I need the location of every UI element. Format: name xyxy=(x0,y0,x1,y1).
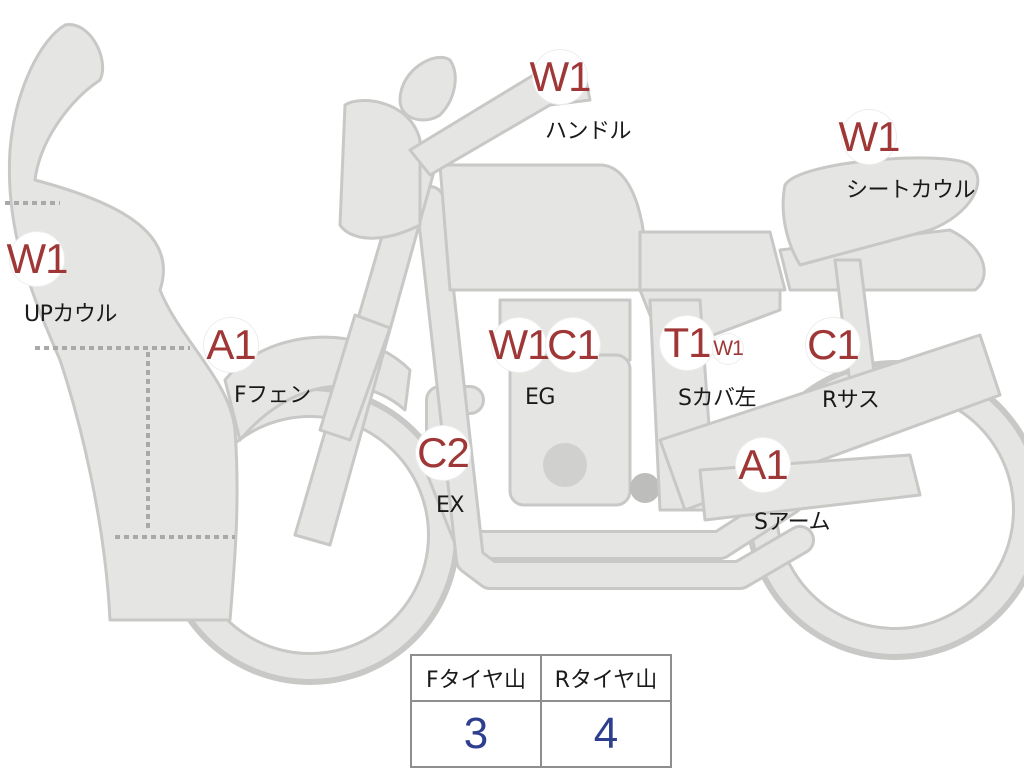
part-label: ハンドル xyxy=(545,119,632,144)
part-label: UPカウル xyxy=(24,302,117,327)
front-tire-tread-header: Fタイヤ山 xyxy=(410,654,542,702)
mirror-shape xyxy=(398,55,457,122)
front-tire-tread-value[interactable]: 3 xyxy=(410,700,542,768)
part-label: Rサス xyxy=(822,388,880,413)
condition-badge: W1 xyxy=(713,334,744,364)
part-label: Sアーム xyxy=(754,510,831,535)
rear-tire-tread-value[interactable]: 4 xyxy=(540,700,672,768)
condition-badge: A1 xyxy=(736,438,790,492)
cowl-dotted-lines xyxy=(5,201,235,539)
fuel-tank-shape xyxy=(438,163,648,292)
seat-shape xyxy=(638,230,787,292)
seat-cowl-shape xyxy=(781,156,980,267)
fork-lower xyxy=(318,313,392,442)
condition-badge: C2 xyxy=(416,426,470,480)
part-label: EG xyxy=(525,385,555,410)
part-label: Fフェン xyxy=(234,383,311,408)
condition-badge: C1 xyxy=(806,318,860,372)
condition-badge: W1 xyxy=(7,232,69,286)
condition-badge: W1 xyxy=(839,110,901,164)
part-label: EX xyxy=(436,493,464,518)
condition-badge: W1 xyxy=(489,318,551,372)
part-label: シートカウル xyxy=(846,178,976,203)
tire-tread-table: Fタイヤ山 Rタイヤ山 3 4 xyxy=(410,654,672,768)
condition-badge: T1 xyxy=(660,316,714,370)
rear-tire-tread-header: Rタイヤ山 xyxy=(540,654,672,702)
headlight-shape xyxy=(338,99,422,240)
part-label: Sカバ左 xyxy=(678,386,756,411)
condition-badge: A1 xyxy=(204,318,258,372)
upper-cowl-shape xyxy=(7,23,239,622)
condition-badge: W1 xyxy=(530,50,592,104)
condition-badge: C1 xyxy=(546,318,600,372)
